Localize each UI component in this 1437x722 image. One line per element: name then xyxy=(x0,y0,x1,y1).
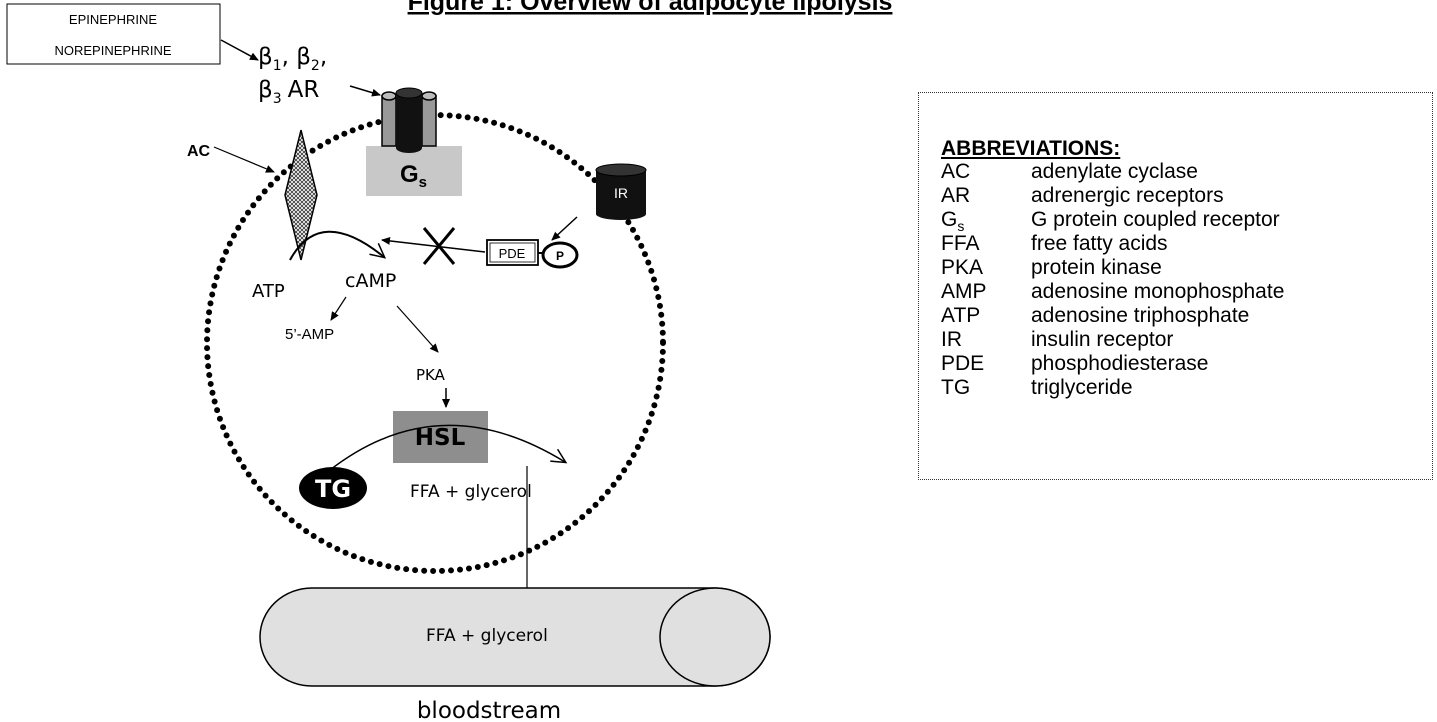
abbr-desc: adrenergic receptors xyxy=(1031,184,1224,207)
bloodstream-label: bloodstream xyxy=(417,698,561,722)
vessel-end xyxy=(659,587,771,687)
abbr-desc: insulin receptor xyxy=(1031,328,1174,351)
abbr-code: AMP xyxy=(941,280,987,303)
ac-arrow xyxy=(213,146,275,173)
pde-label: PDE xyxy=(499,246,526,261)
abbreviations-panel: ABBREVIATIONS: AC adenylate cyclase AR a… xyxy=(918,92,1433,480)
abbr-code: ATP xyxy=(941,304,981,327)
abbr-desc: triglyceride xyxy=(1031,376,1133,399)
abbr-code: AC xyxy=(941,160,971,183)
ir-arrow xyxy=(551,216,578,241)
pde-box xyxy=(486,239,539,266)
camp-amp-arrow xyxy=(330,296,347,321)
abbr-code: TG xyxy=(941,376,971,399)
abbr-code: AR xyxy=(941,184,971,207)
abbr-code: Gs xyxy=(941,208,965,234)
pka-label: PKA xyxy=(416,366,446,384)
tg-label: TG xyxy=(315,475,351,503)
hormone-box xyxy=(6,3,221,65)
camp-label: cAMP xyxy=(345,270,396,292)
atp-label: ATP xyxy=(252,281,285,302)
hormone-epinephrine: EPINEPHRINE xyxy=(69,12,157,27)
abbr-code: PKA xyxy=(941,256,984,279)
abbr-desc: adenylate cyclase xyxy=(1031,160,1198,183)
abbr-desc: adenosine monophosphate xyxy=(1031,280,1285,303)
gs-label: Gs xyxy=(400,161,427,191)
figure-title: Figure 1: Overview of adipocyte lipolysi… xyxy=(408,0,893,16)
inhibition-x-icon xyxy=(422,227,456,265)
amp5-label: 5’-AMP xyxy=(285,326,334,343)
hsl-label: HSL xyxy=(415,425,466,451)
abbr-desc: phosphodiesterase xyxy=(1031,352,1209,375)
hormone-norepinephrine: NOREPINEPHRINE xyxy=(54,43,171,58)
abbr-desc: free fatty acids xyxy=(1031,232,1168,255)
adrenergic-receptor xyxy=(381,87,437,153)
atp-camp-arrow xyxy=(289,230,387,261)
ffa-vessel-label: FFA + glycerol xyxy=(426,626,548,646)
receptor-label-line1: β1, β2, xyxy=(258,44,327,74)
ir-label: IR xyxy=(614,185,628,201)
abbr-desc: protein kinase xyxy=(1031,256,1162,279)
triglyceride xyxy=(299,467,367,509)
phosphate-label: P xyxy=(556,249,564,263)
phosphate-circle xyxy=(541,241,579,269)
tg-ffa-arrow xyxy=(329,424,568,471)
gs-protein xyxy=(366,146,462,196)
hsl-enzyme xyxy=(393,411,488,463)
abbr-desc: adenosine triphosphate xyxy=(1031,304,1250,327)
abbr-code: PDE xyxy=(941,352,985,375)
insulin-receptor xyxy=(595,163,647,220)
abbr-code: FFA xyxy=(941,232,980,255)
receptor-arrow xyxy=(349,85,381,97)
abbreviations-title: ABBREVIATIONS: xyxy=(941,137,1121,160)
ac-label: AC xyxy=(187,143,211,160)
adenylate-cyclase xyxy=(284,129,318,261)
ffa-inside-label: FFA + glycerol xyxy=(410,482,532,502)
hormone-arrow xyxy=(220,39,259,61)
abbr-code: IR xyxy=(941,328,962,351)
pde-arrow xyxy=(381,236,486,253)
camp-pka-arrow xyxy=(396,305,439,353)
abbr-desc: G protein coupled receptor xyxy=(1031,208,1280,231)
